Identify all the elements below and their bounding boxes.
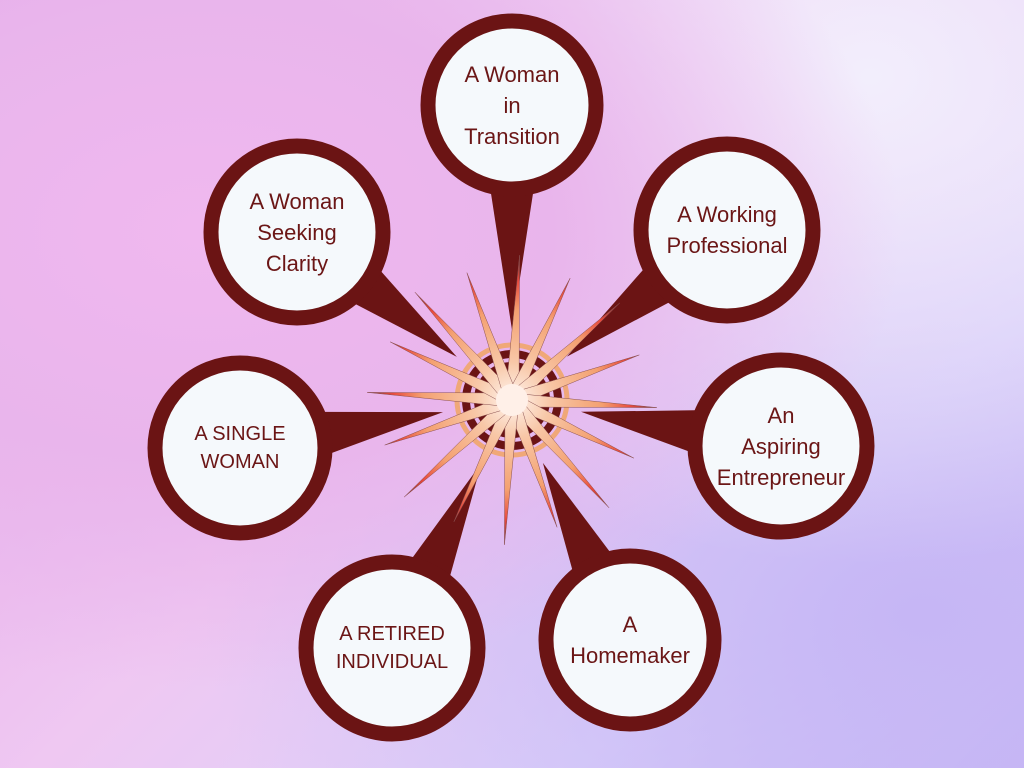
node-label-line: WOMAN xyxy=(200,451,280,473)
starburst-center xyxy=(496,384,528,416)
pointer-professional xyxy=(566,264,675,357)
pointer-retired xyxy=(408,463,482,582)
node-label-line: An xyxy=(767,402,795,428)
node-label-line: Homemaker xyxy=(570,643,690,668)
node-label-line: A Working xyxy=(677,202,777,227)
pointer-single xyxy=(317,411,444,456)
node-circle-entrepreneur xyxy=(687,352,875,540)
node-label: A RETIRED INDIVIDUAL xyxy=(336,620,448,676)
node-label-line: Professional xyxy=(666,233,788,258)
node-single: A SINGLE WOMAN xyxy=(147,355,333,541)
node-circle-homemaker xyxy=(538,548,722,732)
node-label: A Homemaker xyxy=(570,609,690,671)
node-label-line: Transition xyxy=(464,123,560,149)
node-label-line: A SINGLE xyxy=(194,423,286,445)
node-label-line: INDIVIDUAL xyxy=(335,651,449,673)
node-label-line: A xyxy=(622,612,638,637)
node-label-line: Clarity xyxy=(265,250,329,276)
node-circle-professional xyxy=(633,136,821,324)
node-label-line: Aspiring xyxy=(741,433,821,459)
node-label-line: Entrepreneur xyxy=(716,464,846,490)
node-retired: A RETIRED INDIVIDUAL xyxy=(298,554,486,742)
node-label-line: Seeking xyxy=(257,219,337,245)
node-label-line: A Woman xyxy=(249,188,345,214)
node-circle-single xyxy=(147,355,333,541)
node-circle-clarity xyxy=(203,138,391,326)
node-label-line: A RETIRED xyxy=(339,623,445,645)
node-label-line: in xyxy=(503,92,521,118)
pointer-clarity xyxy=(349,266,457,357)
node-label-line: A Woman xyxy=(464,61,560,87)
node-label: A SINGLE WOMAN xyxy=(194,420,285,476)
node-circle-retired xyxy=(298,554,486,742)
node-homemaker: A Homemaker xyxy=(538,548,722,732)
pointer-homemaker xyxy=(542,462,614,577)
pointer-transition xyxy=(490,187,534,330)
node-circle-transition xyxy=(420,13,604,197)
pointer-entrepreneur xyxy=(580,410,702,454)
